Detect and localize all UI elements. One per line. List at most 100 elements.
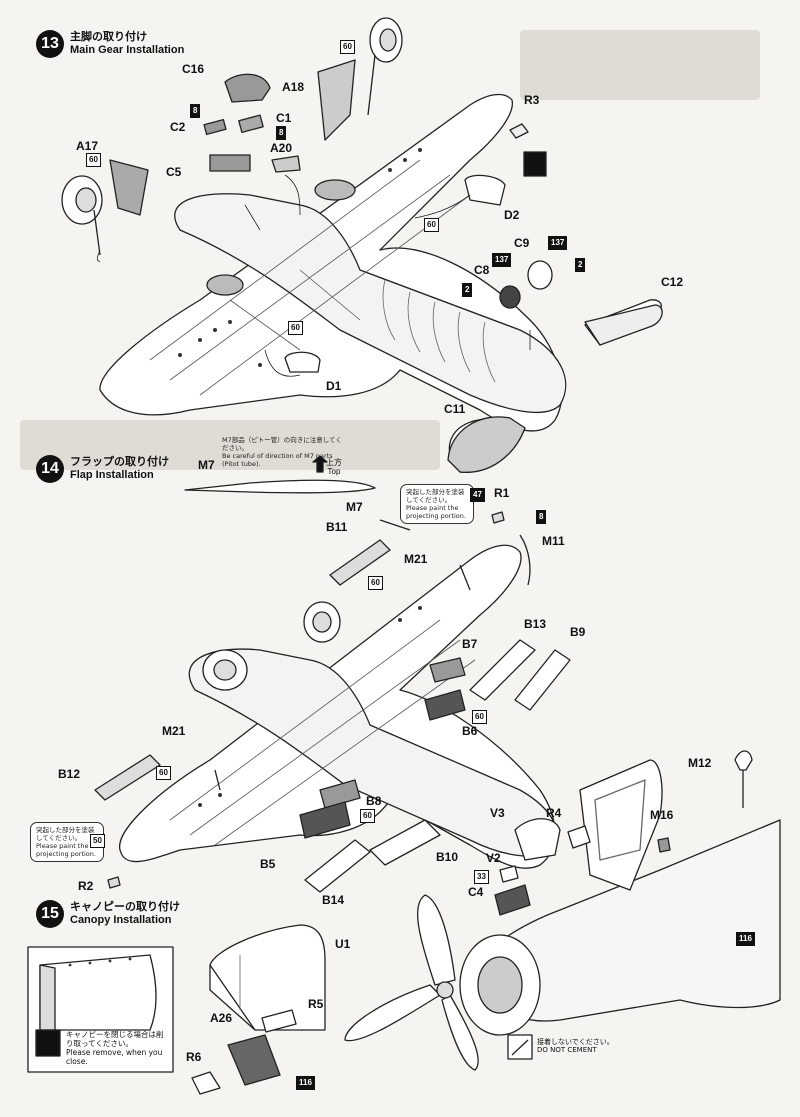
wheel-a17 [61, 175, 103, 256]
do-not-cement-note: 接着しないでください。 DO NOT CEMENT [537, 1038, 647, 1054]
gear-door-a17 [109, 159, 149, 216]
part-label-c9: C9 [514, 236, 530, 250]
part-label-b13: B13 [524, 617, 547, 631]
paint-note-top-en: Please paint the projecting portion. [406, 504, 466, 520]
step-15-header: 15 キャノピーの取り付け Canopy Installation [36, 900, 180, 928]
part-m11 [519, 534, 531, 586]
cement-note-jp: 接着しないでください。 [537, 1038, 614, 1046]
part-label-c4: C4 [468, 885, 484, 899]
canopy-note-jp: キャノピーを閉じる場合は削り取ってください。 [66, 1030, 164, 1048]
paint-note-bottom-jp: 突起した部分を塗装してください。 [36, 826, 95, 842]
step-15-title-jp: キャノピーの取り付け [70, 900, 180, 914]
step-15-title-en: Canopy Installation [70, 914, 172, 926]
paint-badge-60-a17: 60 [86, 153, 101, 167]
part-label-b6: B6 [462, 724, 478, 738]
top-label-en: Top [327, 467, 341, 476]
part-d2 [464, 174, 506, 206]
part-label-m7: M7 [346, 500, 363, 514]
part-label-c1: C1 [276, 111, 292, 125]
step-13-title-en: Main Gear Installation [70, 44, 185, 56]
step14-drawing [94, 455, 571, 893]
part-label-u1: U1 [335, 937, 351, 951]
part-d1 [284, 351, 321, 373]
part-label-b10: B10 [436, 850, 459, 864]
paint-badge-116-canopy: 116 [296, 1076, 315, 1090]
paint-badge-60-b8: 60 [360, 809, 375, 823]
canopy-note-en: Please remove, when you close. [66, 1048, 163, 1066]
part-label-r2: R2 [78, 879, 94, 893]
part-c2 [203, 118, 227, 136]
part-r1 [491, 511, 505, 524]
cement-note-en: DO NOT CEMENT [537, 1046, 597, 1054]
part-c11 [447, 416, 526, 473]
paint-badge-47: 47 [470, 488, 485, 502]
flap-b9 [514, 649, 571, 711]
paint-badge-60-wingleft: 60 [288, 321, 303, 335]
step-15-number: 15 [36, 900, 64, 928]
wheel-14b [303, 601, 341, 643]
part-m21a [459, 564, 471, 591]
step-14-header: 14 フラップの取り付け Flap Installation [36, 455, 169, 483]
step13-drawing [61, 17, 663, 473]
paint-badge-60-b12: 60 [156, 766, 171, 780]
canopy-open [579, 759, 663, 891]
part-label-a26: A26 [210, 1011, 233, 1025]
part-label-r5: R5 [308, 997, 324, 1011]
part-label-v2: V2 [486, 851, 501, 865]
part-label-c11: C11 [444, 402, 466, 416]
part-c9-c8 [499, 260, 553, 309]
part-c5 [209, 154, 251, 172]
paint-badge-8-c1: 8 [276, 126, 287, 140]
part-c4 [494, 884, 531, 916]
step15-drawing [27, 750, 781, 1095]
paint-note-bottom-en: Please paint the projecting portion. [36, 842, 96, 858]
part-label-c2: C2 [170, 120, 186, 134]
part-r5 [261, 1009, 297, 1033]
part-label-b14: B14 [322, 893, 345, 907]
paint-badge-60-wingmid: 60 [424, 218, 439, 232]
part-label-b12: B12 [58, 767, 81, 781]
part-label-v3: V3 [490, 806, 505, 820]
part-c12 [584, 304, 663, 346]
paint-badge-60-a18: 60 [340, 40, 355, 54]
part-label-c12: C12 [661, 275, 684, 289]
paint-badge-50: 50 [90, 834, 105, 848]
paint-badge-137-c9: 137 [548, 236, 568, 250]
part-label-r3: R3 [524, 93, 540, 107]
paint-note-top-jp: 突起した部分を塗装してください。 [406, 488, 465, 504]
part-r4 [567, 825, 591, 849]
wheel-a18 [367, 17, 403, 116]
pitot-tube-m7-ref [184, 479, 376, 494]
step-14-title-jp: フラップの取り付け [70, 455, 169, 469]
part-label-b5: B5 [260, 857, 276, 871]
part-v2 [499, 865, 519, 883]
part-v3 [514, 818, 561, 861]
step-13-header: 13 主脚の取り付け Main Gear Installation [36, 30, 184, 58]
part-r2 [107, 876, 121, 889]
part-b8 [319, 779, 361, 809]
m7-direction-note: M7部品（ピトー管）の向きに注意してください。 Be careful of di… [222, 436, 342, 468]
part-label-r4: R4 [546, 806, 562, 820]
step-13-title-jp: 主脚の取り付け [70, 30, 147, 44]
part-b7 [429, 657, 466, 683]
part-c1 [238, 114, 264, 134]
part-label-b8: B8 [366, 794, 382, 808]
paint-badge-2-c8: 2 [462, 283, 473, 297]
part-r3 [509, 123, 529, 139]
step-14-title-en: Flap Installation [70, 469, 154, 481]
part-label-b11: B11 [326, 520, 348, 534]
part-a20 [271, 155, 301, 173]
step-14-number: 14 [36, 455, 64, 483]
part-label-r6: R6 [186, 1050, 202, 1064]
propeller [344, 894, 479, 1071]
part-label-c16: C16 [182, 62, 205, 76]
top-arrow [312, 455, 328, 473]
m7-note-en: Be careful of direction of M7 parts (Pit… [222, 452, 333, 468]
paint-badge-116-fuselage: 116 [736, 932, 755, 946]
part-label-c5: C5 [166, 165, 182, 179]
canopy-note-icon [35, 1029, 61, 1057]
part-label-d2: D2 [504, 208, 520, 222]
part-label-m12: M12 [688, 756, 712, 770]
part-label-b7: B7 [462, 637, 478, 651]
